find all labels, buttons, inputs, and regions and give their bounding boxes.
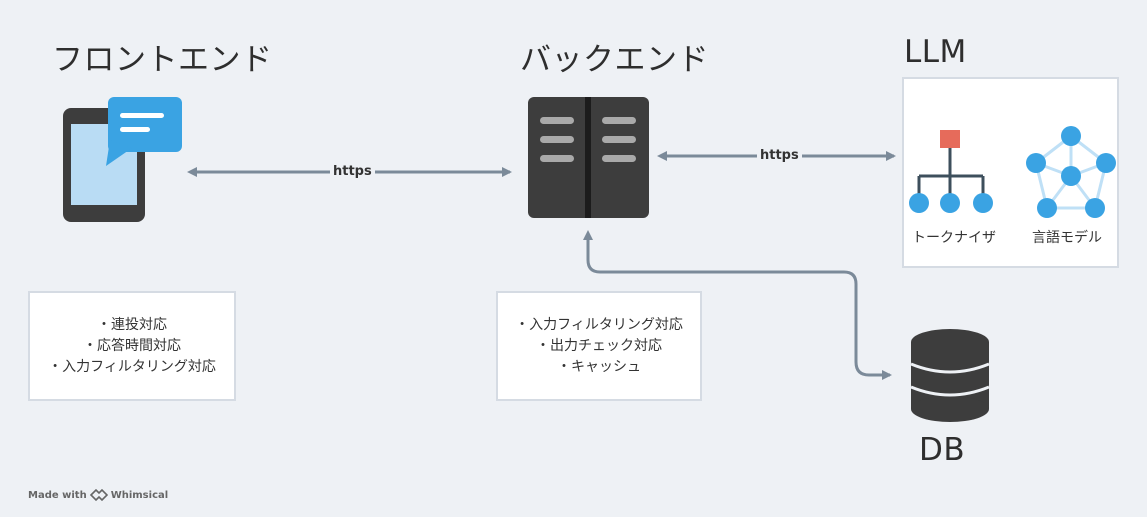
db-title: DB — [919, 432, 966, 468]
backend-note-item: ・キャッシュ — [557, 358, 641, 375]
llm-title: LLM — [904, 34, 967, 70]
watermark-prefix: Made with — [28, 489, 87, 501]
language-model-label: 言語モデル — [1032, 230, 1102, 246]
frontend-note-item: ・連投対応 — [97, 316, 167, 333]
database-icon — [910, 329, 990, 422]
backend-title: バックエンド — [520, 42, 709, 78]
backend-llm-protocol-label: https — [757, 148, 802, 164]
frontend-backend-protocol-label: https — [330, 164, 375, 180]
server-icon — [528, 97, 649, 218]
backend-note-item: ・出力チェック対応 — [536, 337, 662, 354]
frontend-title: フロントエンド — [52, 42, 273, 78]
frontend-note-item: ・入力フィルタリング対応 — [48, 358, 216, 375]
frontend-notes: ・連投対応 ・応答時間対応 ・入力フィルタリング対応 — [28, 291, 236, 401]
watermark-brand: Whimsical — [110, 489, 169, 501]
whimsical-logo-icon — [89, 489, 108, 501]
whimsical-watermark[interactable]: Made with Whimsical — [28, 489, 168, 501]
backend-notes: ・入力フィルタリング対応 ・出力チェック対応 ・キャッシュ — [496, 291, 702, 401]
arrow-backend-db — [583, 230, 892, 380]
chat-bubble-icon — [106, 97, 182, 166]
frontend-note-item: ・応答時間対応 — [83, 337, 181, 354]
tokenizer-label: トークナイザ — [912, 230, 996, 246]
backend-note-item: ・入力フィルタリング対応 — [515, 316, 683, 333]
